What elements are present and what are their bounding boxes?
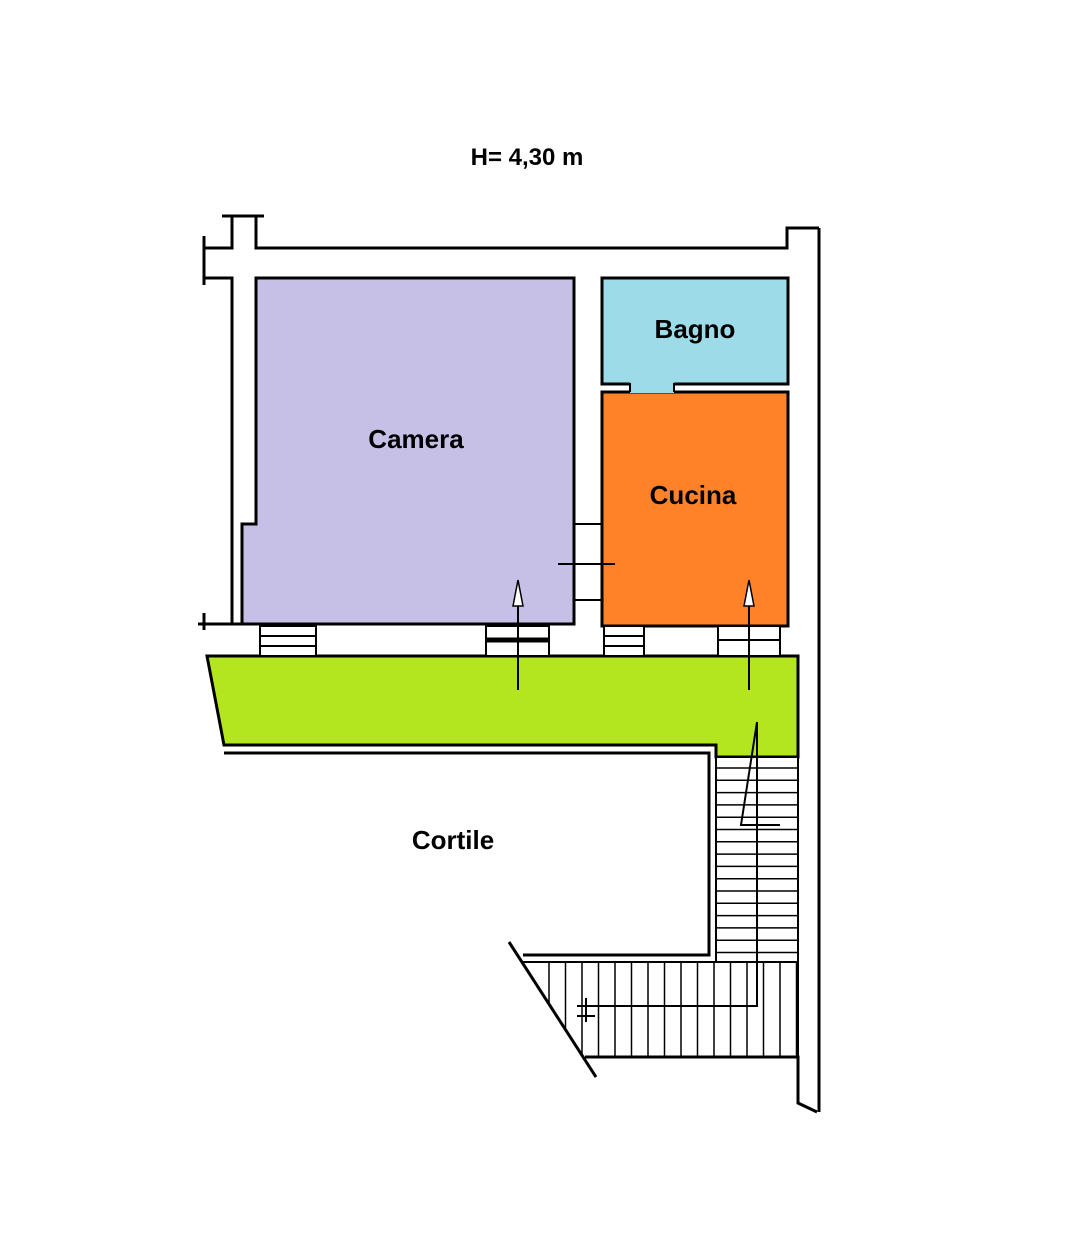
bagno-door-opening bbox=[630, 381, 674, 393]
staircase-lower bbox=[523, 961, 799, 1057]
cortile-boundary bbox=[224, 751, 711, 957]
west-wall-inner bbox=[204, 276, 234, 624]
entry-arrow-camera bbox=[512, 579, 524, 690]
cucina-room[interactable] bbox=[600, 390, 790, 628]
camera-label: Camera bbox=[368, 424, 464, 454]
north-wall bbox=[254, 216, 819, 250]
cortile-label: Cortile bbox=[412, 825, 494, 855]
window-sills bbox=[259, 625, 781, 657]
stair-direction-arrow bbox=[577, 721, 780, 1022]
height-note: H= 4,30 m bbox=[471, 144, 584, 171]
north-wall-outer bbox=[204, 216, 234, 250]
partition-door-frame bbox=[573, 523, 603, 601]
balcony[interactable] bbox=[205, 654, 800, 759]
entry-arrow-cucina bbox=[743, 579, 755, 690]
bagno-door-jamb-right bbox=[673, 383, 788, 392]
bagno-label: Bagno bbox=[655, 314, 736, 344]
bagno-door-jamb-left bbox=[602, 383, 631, 392]
cucina-label: Cucina bbox=[650, 480, 737, 510]
stair-south-wall bbox=[585, 1055, 818, 1114]
bagno-room[interactable] bbox=[600, 276, 790, 386]
